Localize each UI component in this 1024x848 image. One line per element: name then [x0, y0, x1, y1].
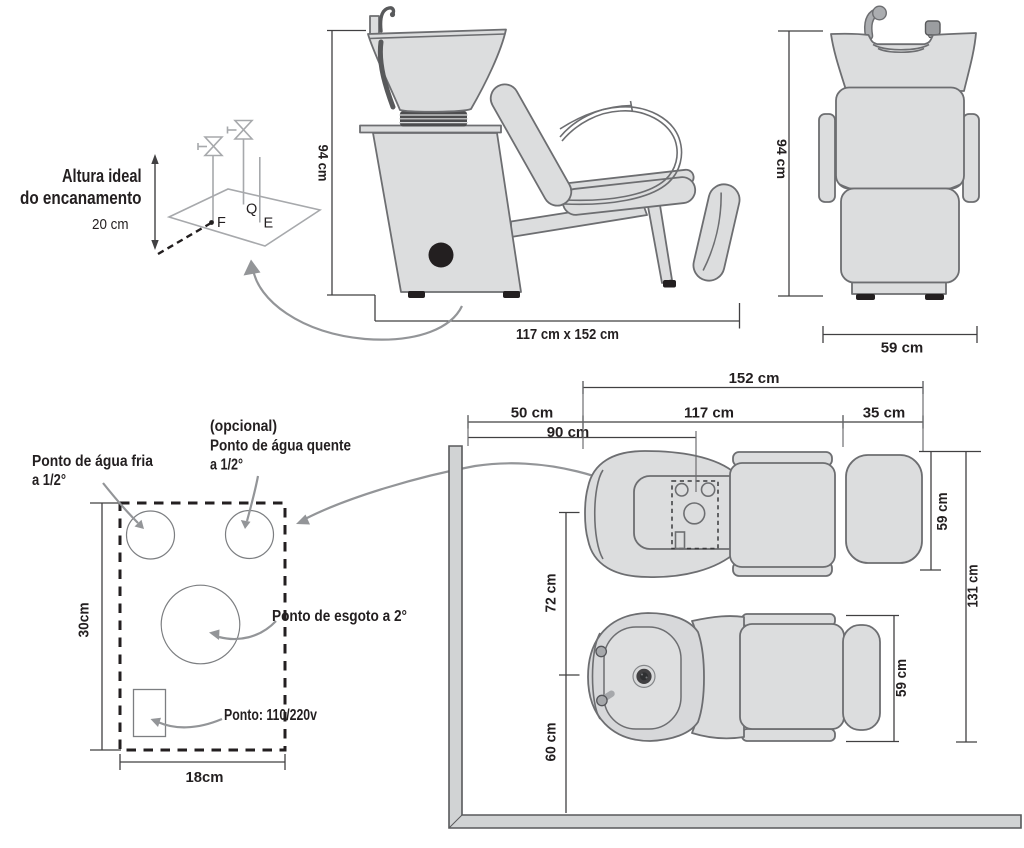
- svg-text:a 1/2°: a 1/2°: [210, 457, 243, 474]
- svg-text:60 cm: 60 cm: [543, 723, 560, 762]
- svg-text:90 cm: 90 cm: [547, 424, 590, 441]
- svg-text:Ponto de água quente: Ponto de água quente: [210, 438, 351, 455]
- svg-text:a 1/2°: a 1/2°: [32, 472, 66, 489]
- svg-text:18cm: 18cm: [186, 769, 224, 786]
- svg-text:94 cm: 94 cm: [316, 145, 332, 182]
- svg-text:94 cm: 94 cm: [774, 139, 790, 179]
- svg-text:72 cm: 72 cm: [543, 574, 560, 613]
- svg-text:117 cm: 117 cm: [684, 405, 734, 422]
- svg-text:35 cm: 35 cm: [863, 405, 906, 422]
- svg-text:Ponto: 110/220v: Ponto: 110/220v: [224, 707, 317, 724]
- svg-text:50 cm: 50 cm: [511, 405, 554, 422]
- svg-text:30cm: 30cm: [76, 603, 93, 638]
- svg-text:E: E: [264, 216, 274, 232]
- svg-text:152 cm: 152 cm: [729, 370, 780, 387]
- svg-text:Q: Q: [246, 202, 257, 218]
- svg-text:117 cm x 152 cm: 117 cm x 152 cm: [516, 326, 619, 343]
- svg-text:131 cm: 131 cm: [965, 565, 982, 608]
- svg-text:Ponto de água fria: Ponto de água fria: [32, 453, 153, 470]
- svg-text:Altura ideal: Altura ideal: [62, 165, 142, 186]
- svg-text:59 cm: 59 cm: [934, 493, 951, 531]
- svg-text:F: F: [217, 215, 226, 231]
- svg-text:Ponto de esgoto a 2°: Ponto de esgoto a 2°: [272, 608, 407, 625]
- svg-text:59 cm: 59 cm: [881, 340, 924, 357]
- svg-text:(opcional): (opcional): [210, 418, 277, 435]
- svg-text:do encanamento: do encanamento: [20, 187, 142, 208]
- svg-text:59 cm: 59 cm: [893, 659, 910, 697]
- svg-text:20 cm: 20 cm: [92, 216, 129, 233]
